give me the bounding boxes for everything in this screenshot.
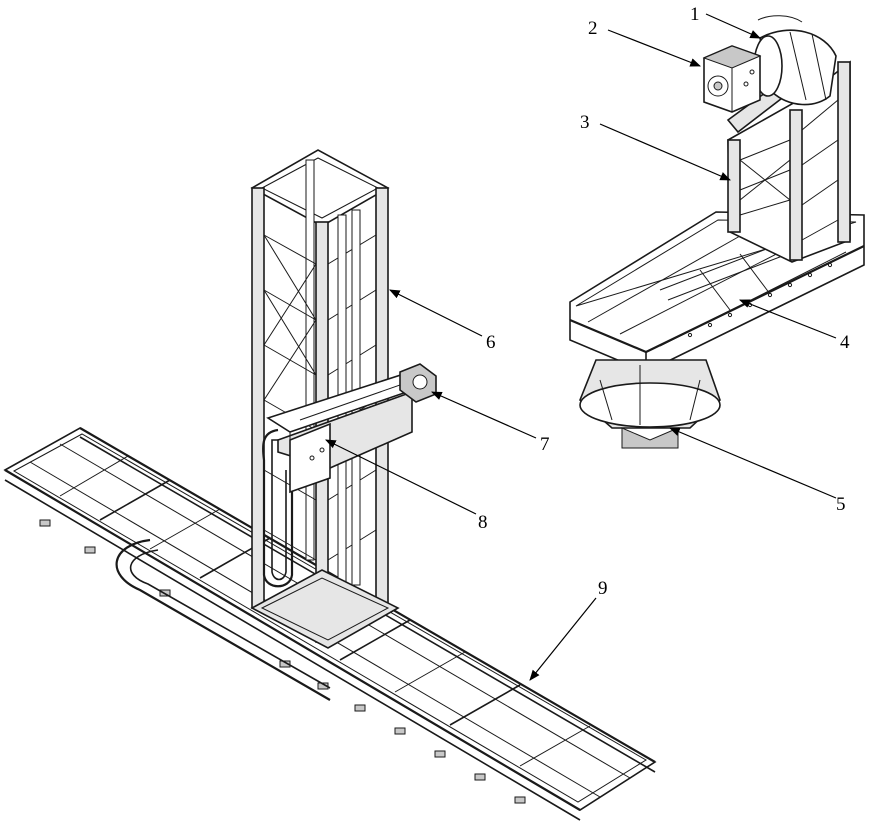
callout-6: 6 (486, 332, 496, 353)
callout-1: 1 (690, 4, 700, 25)
rotary-pedestal (579, 359, 721, 449)
callout-2: 2 (588, 18, 598, 39)
callout-5: 5 (836, 494, 846, 515)
gearbox-block (702, 45, 762, 113)
motor-cylinder (753, 15, 837, 106)
callout-7: 7 (540, 434, 550, 455)
callout-4: 4 (840, 332, 850, 353)
callout-9: 9 (598, 578, 608, 599)
callout-labels: 1 2 3 4 5 6 7 8 9 (478, 4, 850, 599)
callout-3: 3 (580, 112, 590, 133)
callout-8: 8 (478, 512, 488, 533)
horizontal-arm-and-carriage (266, 363, 437, 494)
support-column-frame (726, 60, 851, 263)
callout-leaders (325, 13, 837, 681)
